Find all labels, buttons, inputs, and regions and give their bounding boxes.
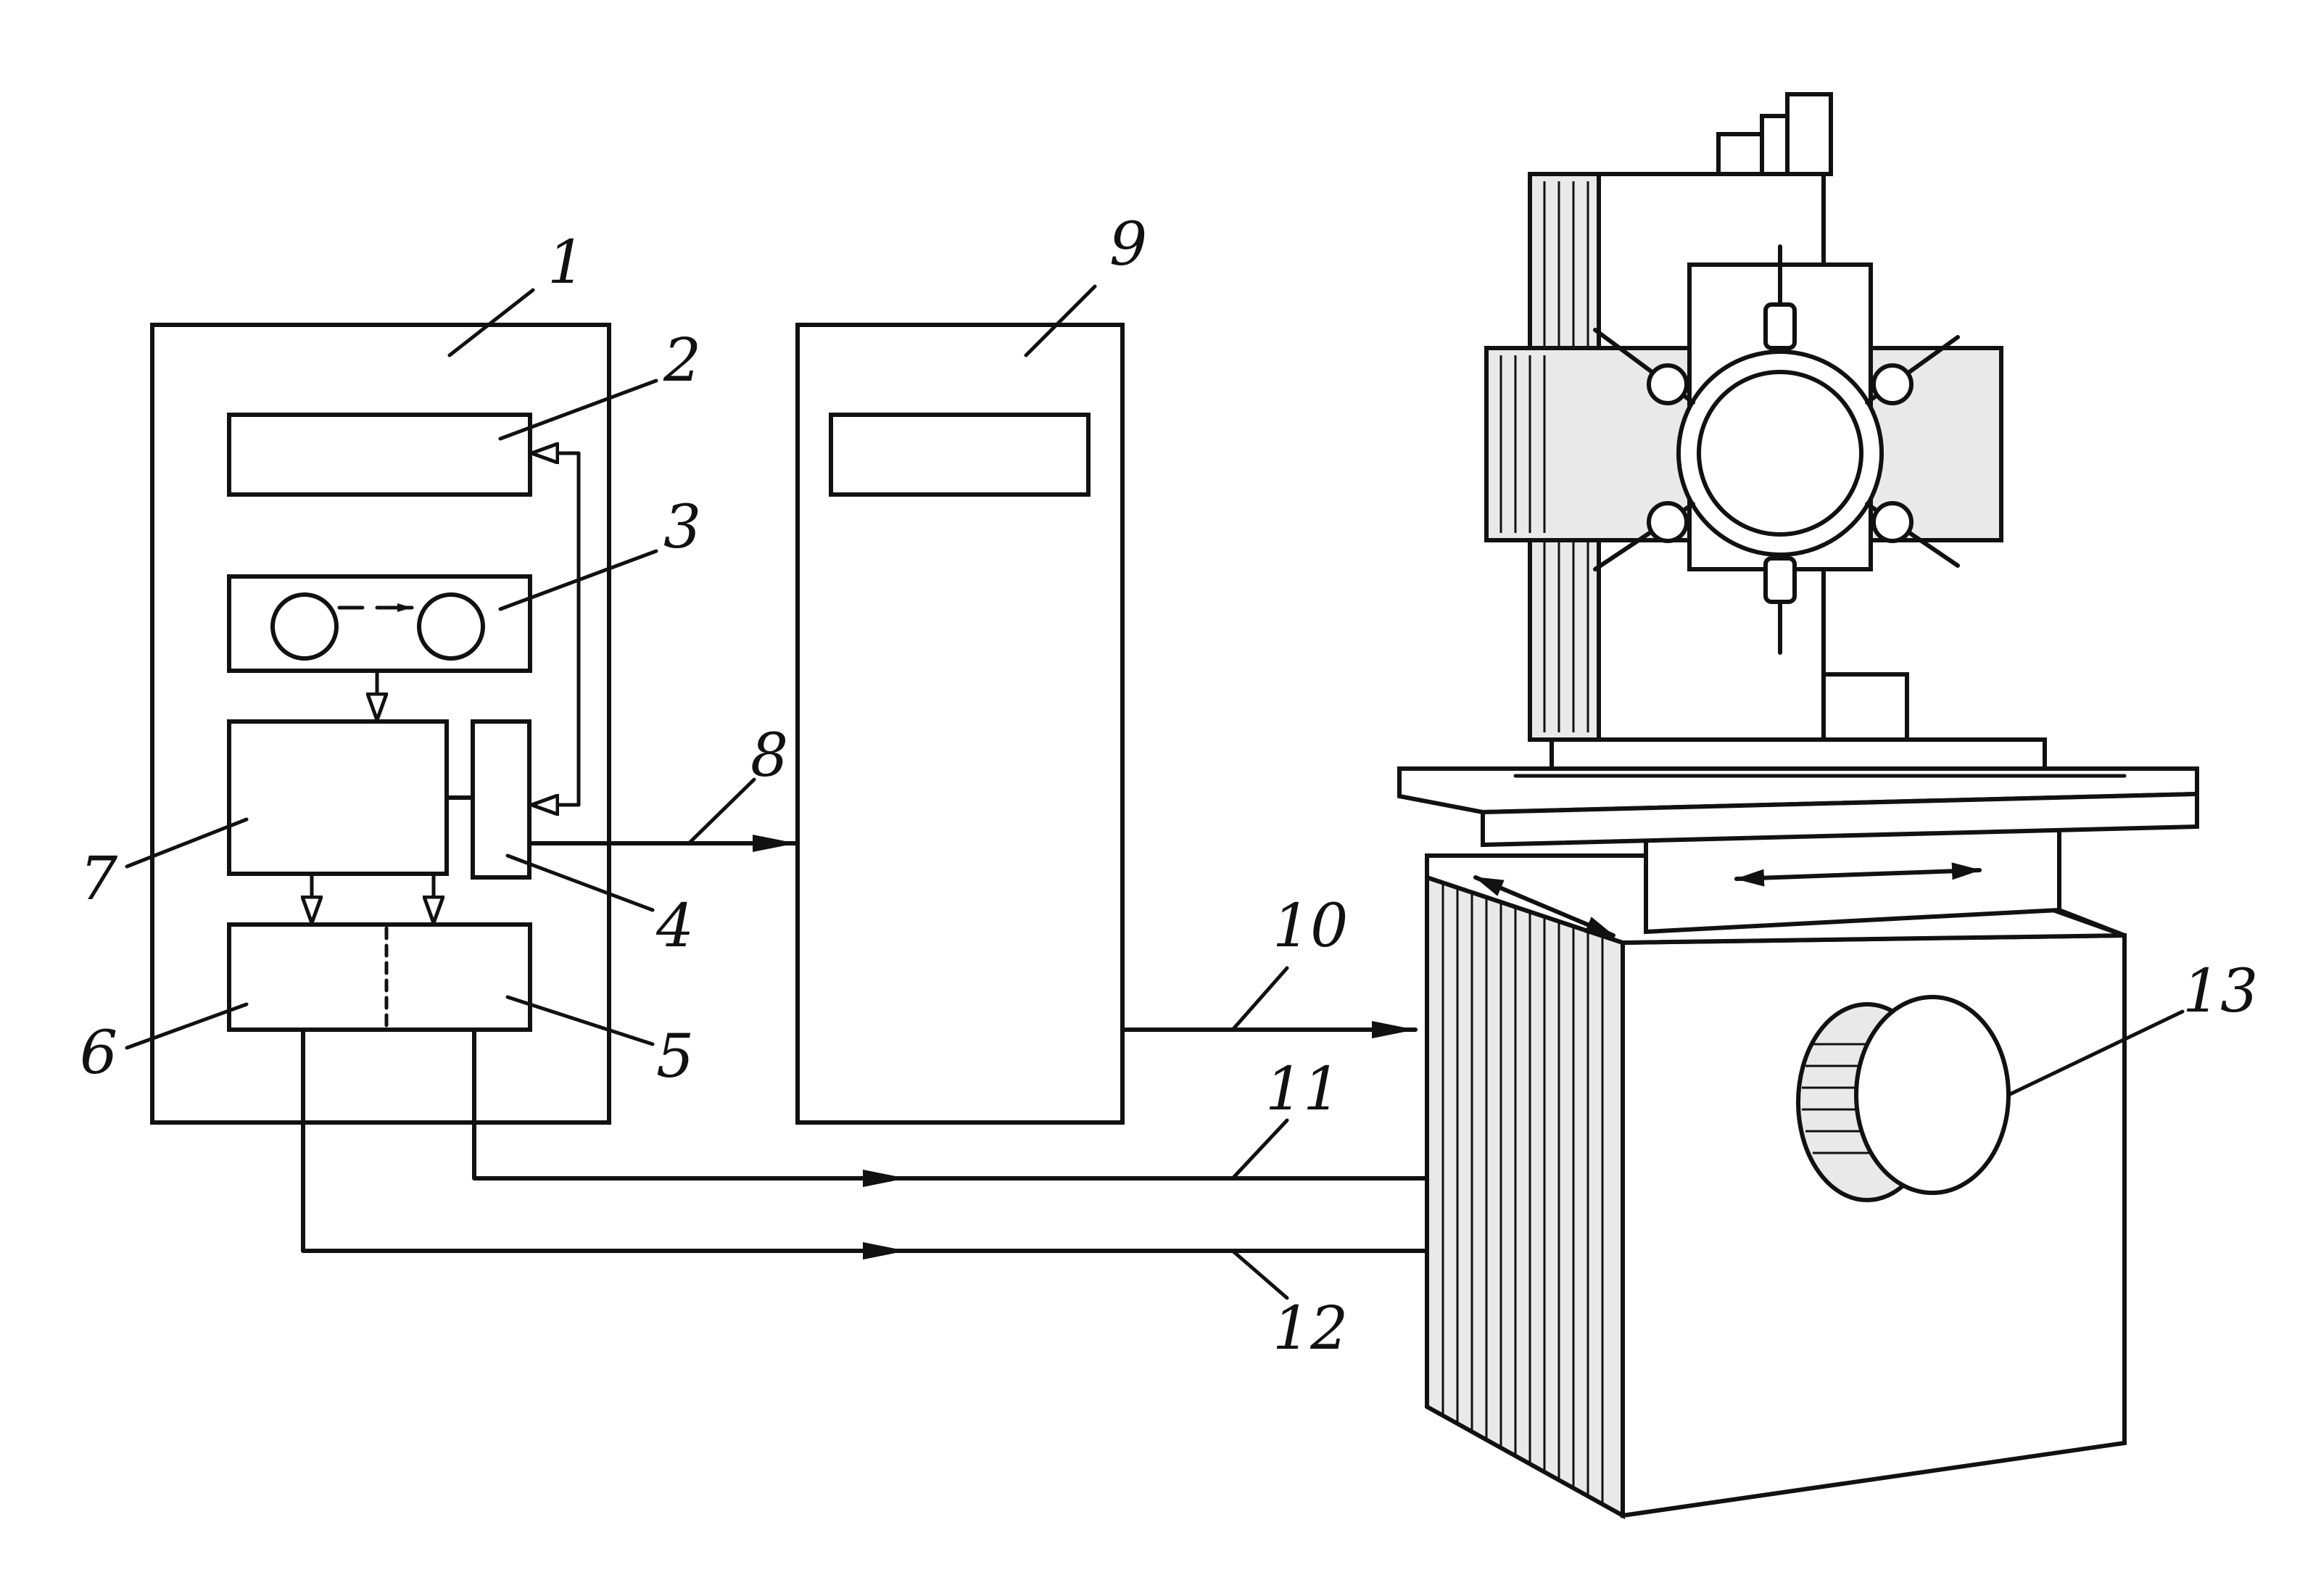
drive-units	[227, 922, 532, 1032]
label-11: 11	[1265, 1055, 1341, 1124]
connection-line-11	[472, 1028, 1496, 1187]
tool-turret	[1593, 244, 1960, 655]
display-unit	[227, 413, 532, 497]
label-2: 2	[663, 326, 701, 395]
label-12: 12	[1273, 1294, 1348, 1363]
tape-reader-unit	[227, 574, 532, 673]
control-cabinet	[150, 323, 611, 1125]
control-unit	[227, 719, 449, 876]
label-4: 4	[655, 892, 694, 961]
label-8: 8	[750, 721, 788, 790]
label-3: 3	[663, 493, 701, 562]
label-10: 10	[1273, 892, 1348, 961]
machine-tool	[1397, 92, 2199, 1520]
interface-unit	[471, 719, 531, 880]
label-5: 5	[656, 1022, 694, 1091]
base-hatching	[1441, 885, 1604, 1506]
servo-motor	[1796, 995, 2011, 1202]
label-7: 7	[80, 845, 118, 914]
label-6: 6	[80, 1019, 117, 1088]
label-13: 13	[2183, 957, 2258, 1026]
secondary-cabinet	[795, 323, 1125, 1125]
label-9: 9	[1109, 210, 1147, 279]
leader-lines	[125, 284, 2185, 1300]
label-1: 1	[547, 228, 585, 297]
beam-hatching	[1499, 355, 1546, 533]
